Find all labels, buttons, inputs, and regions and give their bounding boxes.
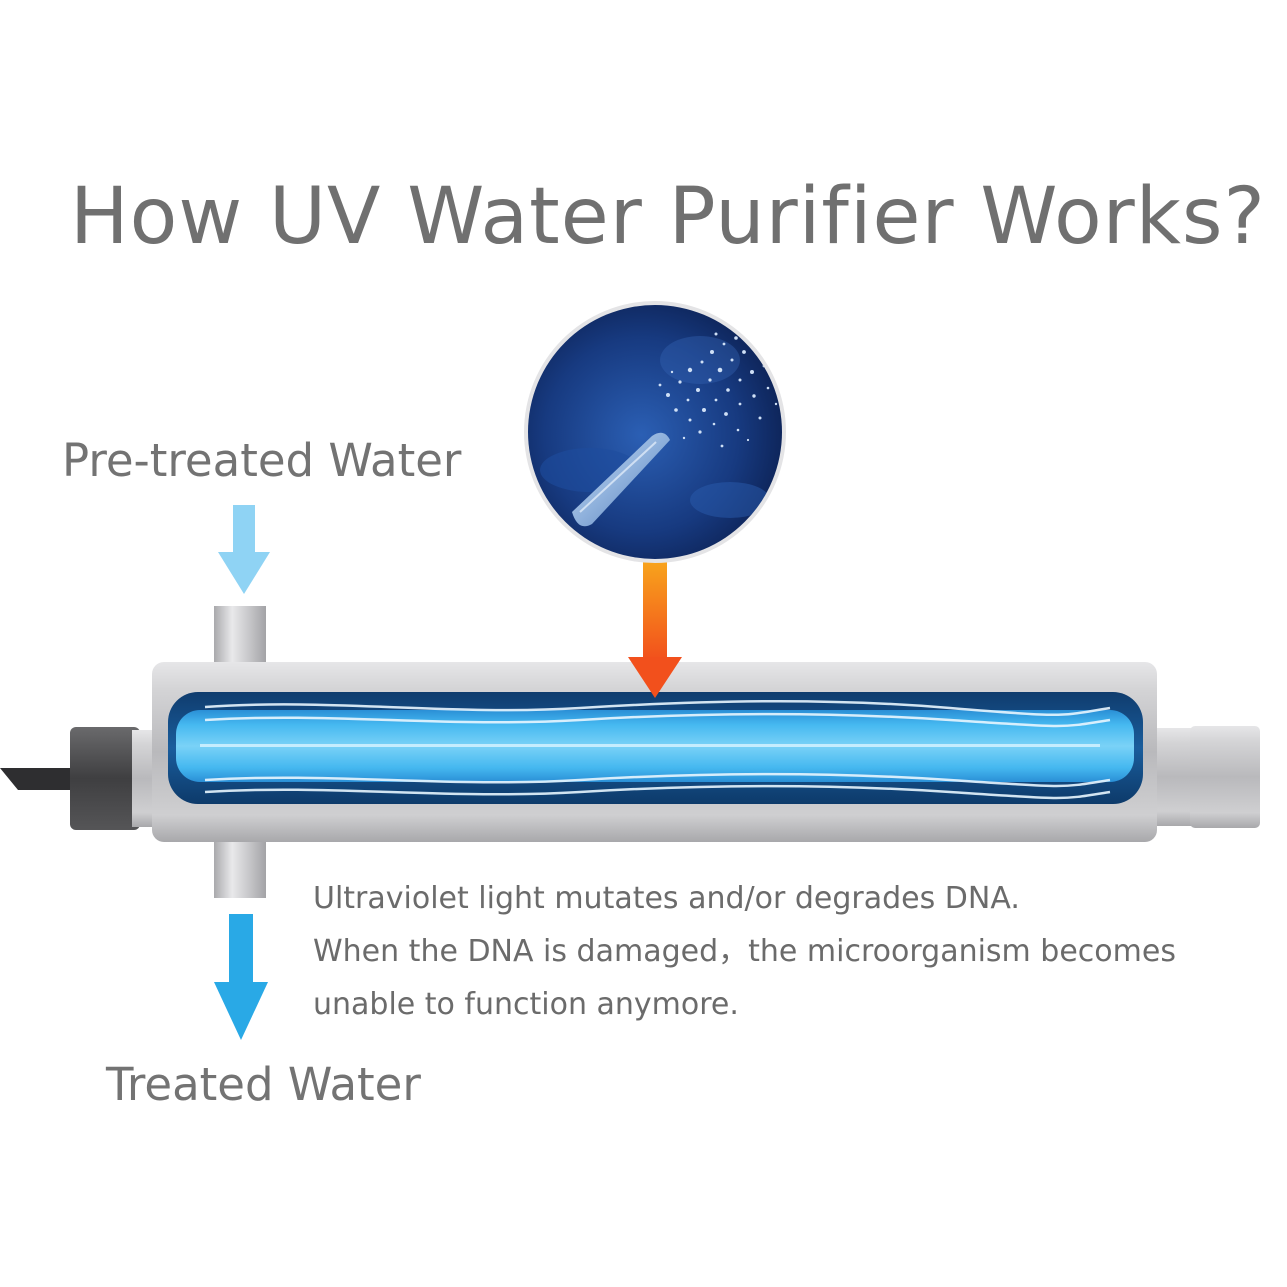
description-line: When the DNA is damaged，the microorganis… (313, 934, 1176, 969)
outlet-arrow-icon (214, 914, 268, 1040)
description-line: unable to function anymore. (313, 987, 739, 1022)
inlet-label: Pre-treated Water (62, 434, 462, 487)
uv-arrow-icon (628, 560, 682, 698)
description-line: Ultraviolet light mutates and/or degrade… (313, 881, 1020, 916)
inlet-arrow-icon (218, 505, 270, 594)
description: Ultraviolet light mutates and/or degrade… (313, 872, 1273, 1031)
inlet-pipe (214, 606, 266, 666)
end-fitting-right (1150, 728, 1194, 826)
outlet-pipe (214, 838, 266, 898)
power-cord (0, 768, 72, 790)
end-cap-left (70, 727, 140, 830)
microorganism-closeup (524, 301, 786, 563)
page-title: How UV Water Purifier Works? (70, 172, 1266, 262)
water-flow-lines (204, 699, 1111, 800)
particle-cloud (658, 324, 778, 448)
bacteria-rod (572, 432, 670, 527)
outlet-label: Treated Water (106, 1058, 421, 1111)
